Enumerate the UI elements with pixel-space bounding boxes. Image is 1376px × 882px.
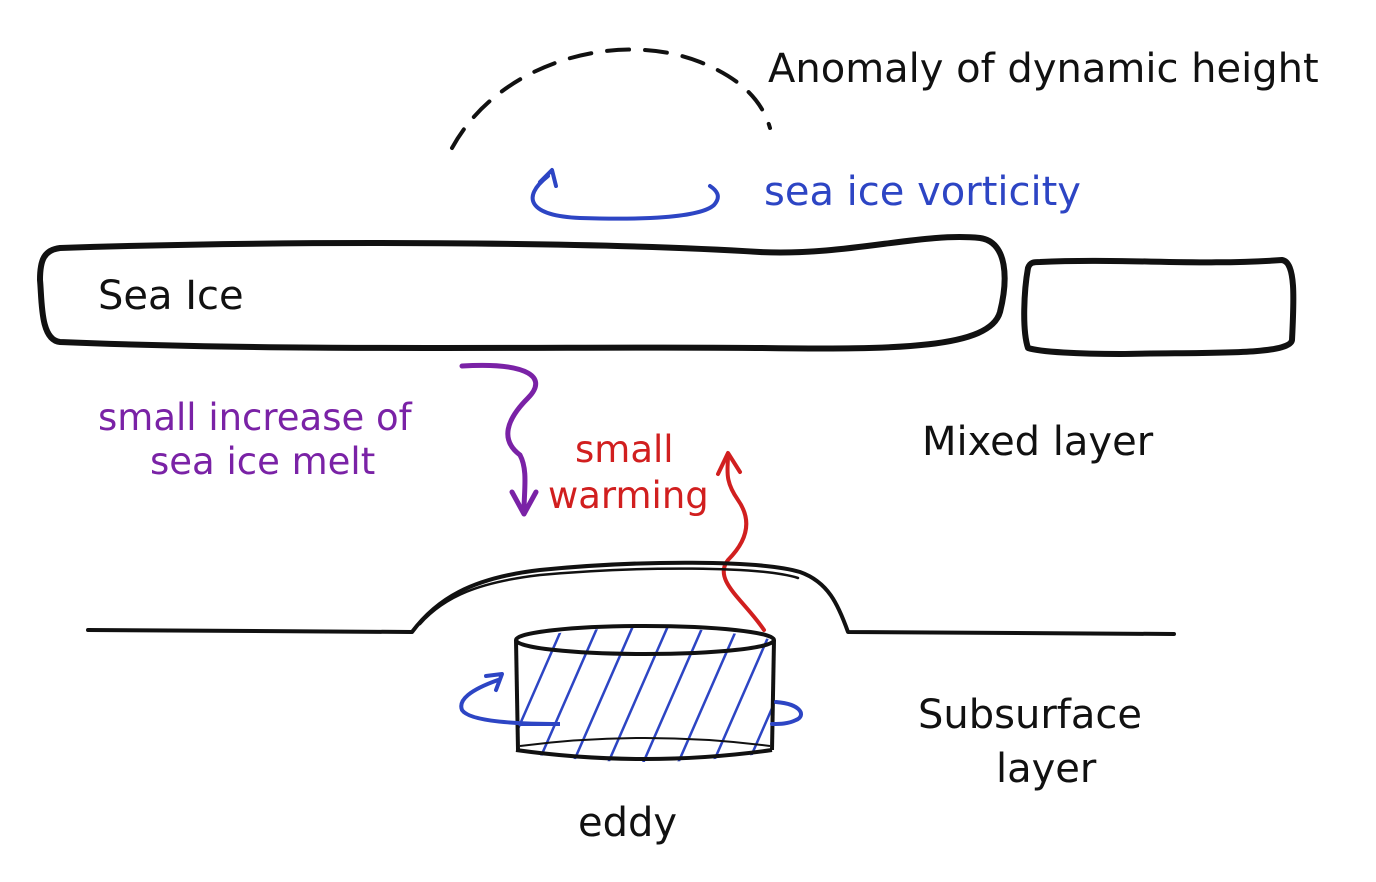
melt-arrow xyxy=(459,362,539,517)
warming-arrow xyxy=(716,451,766,632)
eddy-cylinder xyxy=(514,624,776,762)
sea-ice-floe xyxy=(37,234,1008,352)
subsurface-label-line2: layer xyxy=(996,746,1097,792)
dynamic-height-dome xyxy=(450,47,772,150)
vorticity-arrow xyxy=(530,168,720,221)
subsurface-label-line1: Subsurface xyxy=(918,692,1142,738)
melt-label-line1: small increase of xyxy=(98,396,413,439)
mixed-layer-bump-overline xyxy=(418,567,800,626)
mixed-layer-label: Mixed layer xyxy=(922,419,1154,465)
eddy-rotation-arrow xyxy=(459,672,803,726)
sea-ice-label: Sea Ice xyxy=(98,273,244,319)
eddy-hatching xyxy=(516,627,774,762)
mixed-layer-base xyxy=(86,560,1176,636)
eddy-label: eddy xyxy=(578,800,677,846)
vorticity-label: sea ice vorticity xyxy=(764,169,1081,215)
sea-ice-floe-small xyxy=(1021,257,1297,357)
warming-label-line1: small xyxy=(575,428,674,471)
warming-label-line2: warming xyxy=(548,474,709,517)
dynamic-height-label: Anomaly of dynamic height xyxy=(768,46,1319,92)
melt-label-line2: sea ice melt xyxy=(150,440,375,483)
